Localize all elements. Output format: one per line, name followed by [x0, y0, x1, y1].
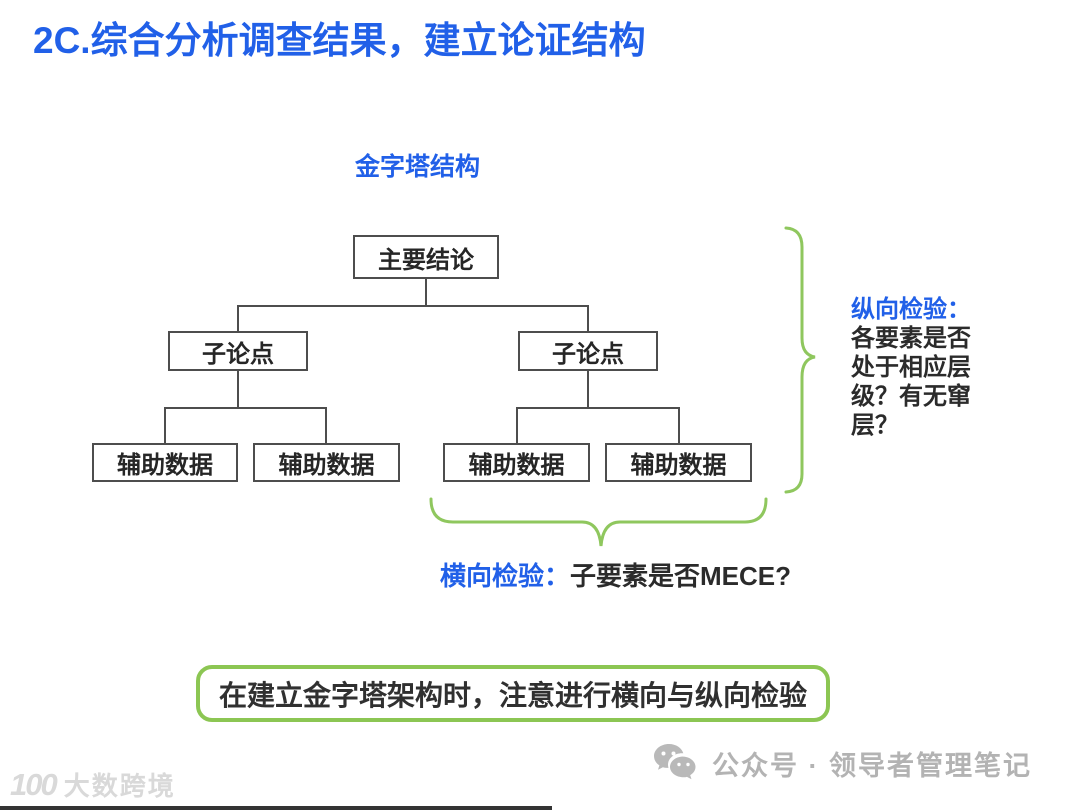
horizontal-check-body: 子要素是否MECE? — [570, 561, 792, 591]
vertical-brace — [784, 226, 816, 494]
tree-node-supporting-data-3: 辅助数据 — [443, 443, 590, 482]
vertical-check-label: 纵向检验： — [851, 296, 971, 323]
tree-node-subargument-left: 子论点 — [168, 331, 308, 371]
wechat-icon — [654, 744, 696, 780]
watermark-100-logo: 100 — [10, 767, 58, 802]
watermark-text: 大数跨境 — [63, 771, 176, 801]
pyramid-structure-label: 金字塔结构 — [355, 153, 481, 181]
tree-connector-lines — [164, 279, 680, 443]
wechat-account-name: 公众号 · 领导者管理笔记 — [712, 750, 1032, 781]
tree-node-supporting-data-2: 辅助数据 — [253, 443, 400, 482]
horizontal-check-label: 横向检验： — [440, 561, 571, 591]
horizontal-check-annotation: 横向检验：子要素是否MECE? — [440, 556, 791, 593]
tree-node-main-conclusion: 主要结论 — [353, 235, 499, 279]
tree-node-supporting-data-4: 辅助数据 — [605, 443, 752, 482]
watermark-dashukuajing: 100 大数跨境 — [10, 766, 176, 803]
horizontal-brace — [429, 497, 768, 547]
summary-callout-box: 在建立金字塔架构时，注意进行横向与纵向检验 — [196, 665, 830, 722]
vertical-check-body: 各要素是否处于相应层级？有无窜层？ — [851, 325, 971, 439]
tree-node-supporting-data-1: 辅助数据 — [92, 443, 238, 482]
slide-title: 2C.综合分析调查结果，建立论证结构 — [33, 20, 646, 61]
wechat-account-footer: 公众号 · 领导者管理笔记 — [652, 742, 1032, 784]
tree-node-subargument-right: 子论点 — [518, 331, 658, 371]
vertical-check-annotation: 纵向检验：各要素是否处于相应层级？有无窜层？ — [851, 295, 985, 440]
bottom-edge-strip — [0, 806, 552, 810]
